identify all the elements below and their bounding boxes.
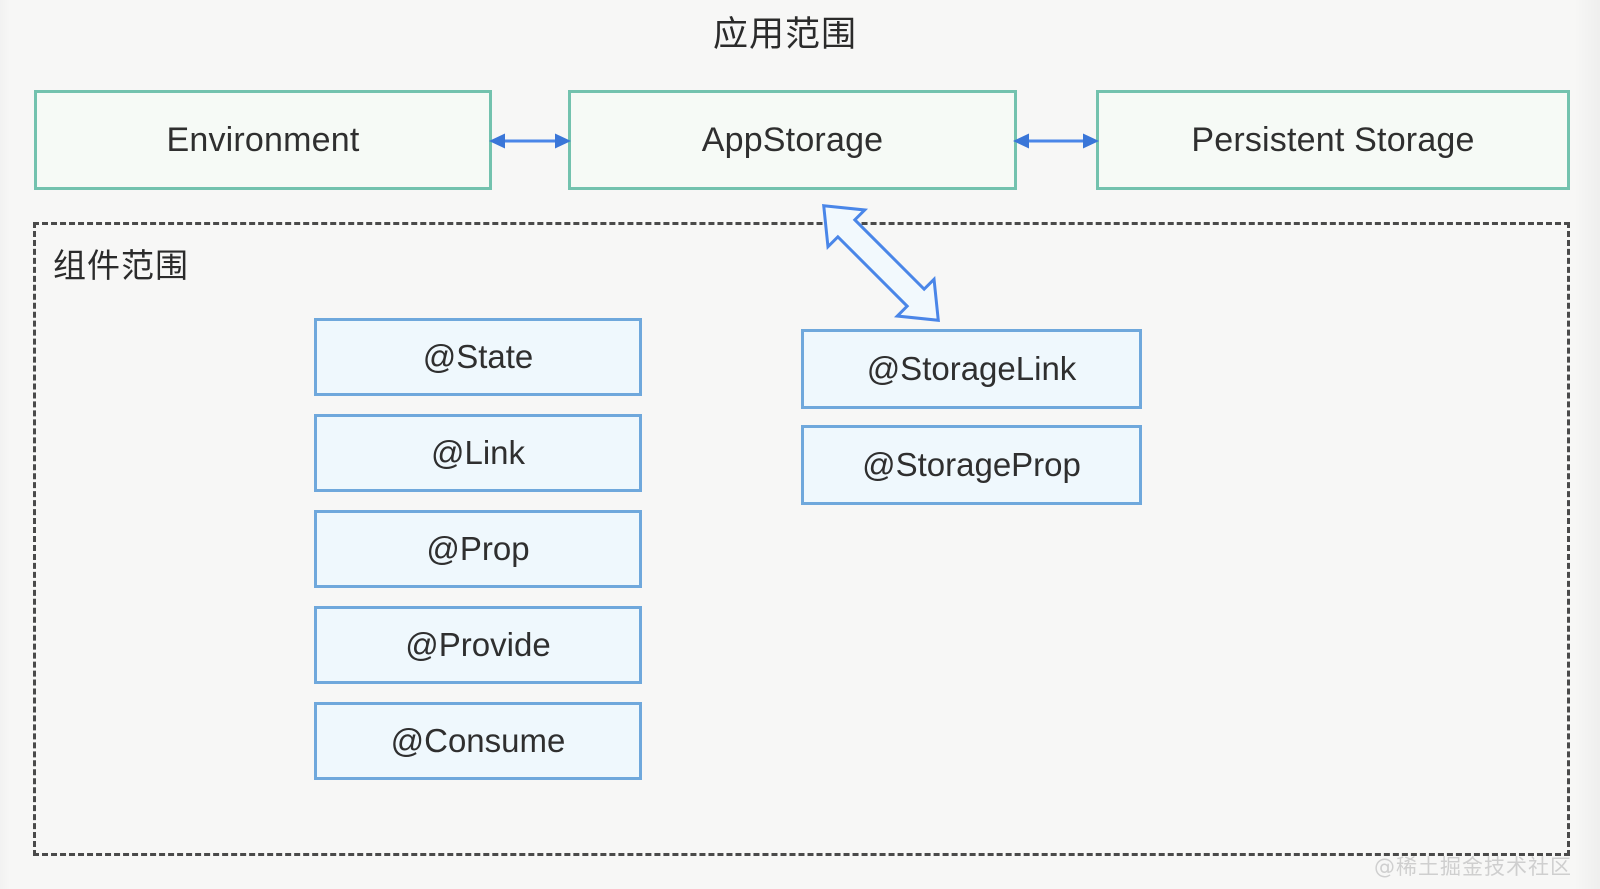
box-environment-label: Environment <box>166 120 360 159</box>
box-link-label: @Link <box>430 434 526 471</box>
box-environment: Environment <box>34 90 492 190</box>
box-storage-link-label: @StorageLink <box>866 350 1077 387</box>
box-appstorage: AppStorage <box>568 90 1017 190</box>
box-persistent-storage: Persistent Storage <box>1096 90 1570 190</box>
box-consume: @Consume <box>314 702 642 780</box>
box-storage-prop-label: @StorageProp <box>862 446 1081 483</box>
page-title: 应用范围 <box>712 15 857 55</box>
double-arrow-icon-appstorage-persistent <box>1013 133 1099 149</box>
box-prop-label: @Prop <box>426 530 530 567</box>
box-link: @Link <box>314 414 642 492</box>
box-provide-label: @Provide <box>405 626 551 663</box>
box-appstorage-label: AppStorage <box>701 120 884 159</box>
right-edge-shade <box>1574 0 1600 889</box>
box-state-label: @State <box>422 338 534 375</box>
component-scope-container <box>33 222 1570 856</box>
box-persistent-storage-label: Persistent Storage <box>1191 120 1475 159</box>
double-arrow-icon-environment-appstorage <box>489 133 571 149</box>
component-scope-label: 组件范围 <box>53 246 189 285</box>
box-storage-prop: @StorageProp <box>801 425 1142 505</box>
box-consume-label: @Consume <box>390 722 566 759</box>
box-provide: @Provide <box>314 606 642 684</box>
watermark: @稀土掘金技术社区 <box>1374 855 1572 879</box>
box-state: @State <box>314 318 642 396</box>
box-prop: @Prop <box>314 510 642 588</box>
left-edge-shade <box>0 0 10 889</box>
box-storage-link: @StorageLink <box>801 329 1142 409</box>
